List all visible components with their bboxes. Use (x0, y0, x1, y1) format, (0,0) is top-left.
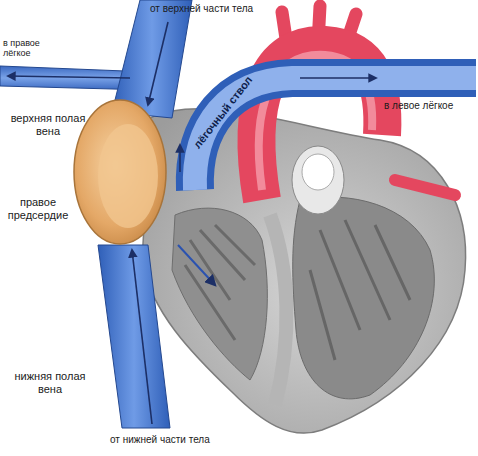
label: верхняя полая вена (6, 112, 90, 137)
flow-arrow (148, 22, 168, 105)
flow-arrow (132, 250, 152, 424)
label: в правое лёгкое (3, 38, 59, 59)
flow-arrow (8, 76, 130, 78)
label: нижняя полая вена (8, 370, 92, 395)
aorta-branch (395, 180, 455, 195)
inferior-vena-cava (98, 245, 170, 428)
label: от нижней части тела (110, 434, 310, 446)
flow-arrow (178, 245, 215, 285)
valve (292, 146, 344, 214)
label: правое предсердие (4, 196, 72, 221)
left-ventricle (293, 197, 435, 399)
trabeculae (310, 220, 410, 360)
label: от верхней части тела (150, 3, 290, 15)
right-ventricle (172, 208, 267, 380)
valve (302, 154, 334, 190)
flow-arrow (179, 145, 181, 172)
right-atrium (74, 100, 166, 244)
flow-arrow (300, 77, 376, 79)
trabeculae (185, 225, 255, 340)
label: в левое лёгкое (384, 100, 474, 112)
atrium-inner (98, 124, 158, 228)
septum (270, 215, 286, 405)
